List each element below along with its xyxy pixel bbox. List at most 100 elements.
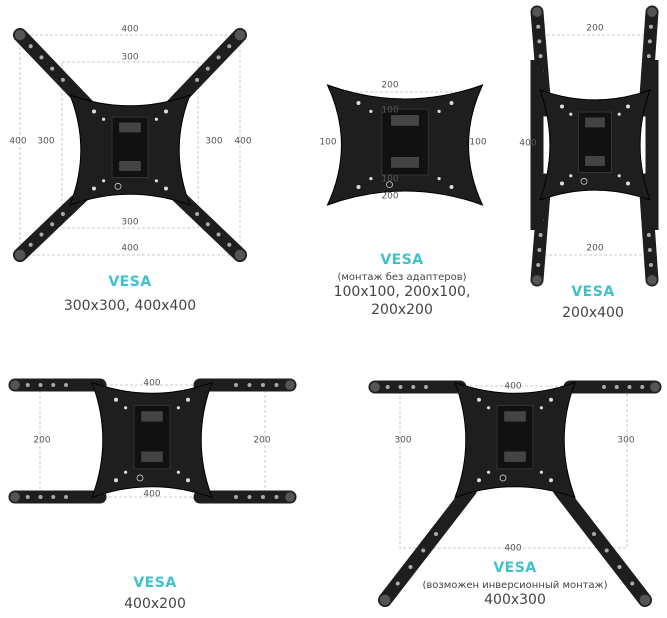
dim-label: 400 xyxy=(9,137,26,147)
screw-hole xyxy=(60,77,65,82)
vesa-sizes: 200x400 xyxy=(562,305,624,321)
screw-hole xyxy=(487,470,491,474)
latch xyxy=(141,451,163,462)
screw-hole xyxy=(640,385,645,389)
screw-hole xyxy=(411,385,416,389)
screw-hole xyxy=(38,383,43,387)
screw-hole xyxy=(124,406,128,410)
screw-hole xyxy=(205,222,210,227)
screw-hole xyxy=(646,233,651,237)
screw-hole xyxy=(648,263,653,267)
screw-hole xyxy=(646,54,651,59)
screw-hole xyxy=(385,385,390,389)
vesa-title: VESA xyxy=(380,252,424,268)
arm-end-cap xyxy=(13,248,27,262)
screw-hole xyxy=(28,242,33,247)
screw-hole xyxy=(64,383,68,387)
screw-hole xyxy=(434,532,438,536)
latch xyxy=(119,161,141,171)
dimension-guide xyxy=(39,384,266,498)
dim-label: 200 xyxy=(586,244,603,254)
screw-hole xyxy=(398,385,403,389)
screw-hole xyxy=(536,263,541,267)
dim-label: 400 xyxy=(504,544,521,554)
vesa-sizes: 100x100, 200x100, xyxy=(333,284,471,300)
screw-hole xyxy=(627,385,632,389)
screw-hole xyxy=(477,397,481,402)
screw-hole xyxy=(176,470,180,474)
screw-hole xyxy=(437,177,441,181)
screw-hole xyxy=(164,109,168,114)
brand-logo-icon xyxy=(114,182,122,190)
panel-4-caption: VESA 400x200 xyxy=(124,575,186,613)
screw-hole xyxy=(261,383,265,387)
arm-end-cap xyxy=(13,28,27,42)
screw-hole xyxy=(92,109,96,114)
screw-hole xyxy=(154,117,158,121)
panel-1-caption: VESA 300x300, 400x400 xyxy=(64,274,196,315)
vesa-sizes: 400x200 xyxy=(124,596,186,612)
latch xyxy=(141,411,163,422)
screw-hole xyxy=(602,385,606,389)
screw-hole xyxy=(369,109,373,113)
dimension-guide xyxy=(399,385,628,549)
screw-hole xyxy=(617,112,621,116)
screw-hole xyxy=(477,478,481,483)
screw-hole xyxy=(247,495,252,499)
vesa-sizes: 200x200 xyxy=(371,302,433,318)
screw-hole xyxy=(614,385,619,389)
dim-label: 400 xyxy=(121,25,138,35)
dim-label: 200 xyxy=(381,192,398,202)
vesa-title: VESA xyxy=(493,560,537,576)
vesa-note: (монтаж без адаптеров) xyxy=(337,272,467,283)
screw-hole xyxy=(39,55,44,60)
arm-end-cap xyxy=(283,378,297,392)
arm-end-cap xyxy=(530,273,544,287)
dim-label: 100 xyxy=(381,175,398,185)
panel-1-dimensions: 400 300 400 300 300 400 300 400 xyxy=(9,25,251,254)
screw-hole xyxy=(114,478,118,483)
screw-hole xyxy=(626,104,630,109)
dim-label: 400 xyxy=(519,139,536,149)
screw-hole xyxy=(274,383,279,387)
dim-label: 400 xyxy=(143,379,160,389)
screw-hole xyxy=(124,470,128,474)
screw-hole xyxy=(92,186,96,191)
screw-hole xyxy=(114,397,118,402)
screw-hole xyxy=(569,112,573,116)
screw-hole xyxy=(648,24,653,29)
dim-label: 400 xyxy=(121,244,138,254)
screw-hole xyxy=(261,495,265,499)
panel-2-dimensions: 200 100 100 100 100 200 xyxy=(319,81,486,202)
screw-hole xyxy=(205,66,210,71)
arm-end-cap xyxy=(233,248,247,262)
brand-logo-icon xyxy=(136,474,144,482)
panel-3-dimensions: 200 400 200 xyxy=(519,24,603,254)
screw-hole xyxy=(536,24,541,29)
screw-hole xyxy=(538,233,543,237)
screw-hole xyxy=(424,385,428,389)
screw-hole xyxy=(537,248,542,252)
screw-hole xyxy=(560,104,564,109)
screw-hole xyxy=(356,101,361,105)
dim-label: 400 xyxy=(234,137,251,147)
screw-hole xyxy=(227,242,232,247)
dim-label: 300 xyxy=(121,53,138,63)
screw-hole xyxy=(539,470,544,474)
panel-4-dimensions: 400 200 200 400 xyxy=(33,379,270,500)
screw-hole xyxy=(164,186,168,191)
screw-hole xyxy=(647,248,652,252)
panel-5-dimensions: 400 300 300 400 xyxy=(394,382,634,554)
screw-hole xyxy=(50,222,55,227)
arm-end-cap xyxy=(283,490,297,504)
screw-hole xyxy=(449,101,454,105)
screw-hole xyxy=(647,39,652,44)
brand-logo-icon xyxy=(499,474,507,482)
screw-hole xyxy=(60,212,65,217)
screw-hole xyxy=(176,406,180,410)
screw-hole xyxy=(38,495,43,499)
arm-end-cap xyxy=(645,5,659,19)
dim-label: 300 xyxy=(617,436,634,446)
screw-hole xyxy=(539,406,544,410)
screw-hole xyxy=(626,181,630,186)
